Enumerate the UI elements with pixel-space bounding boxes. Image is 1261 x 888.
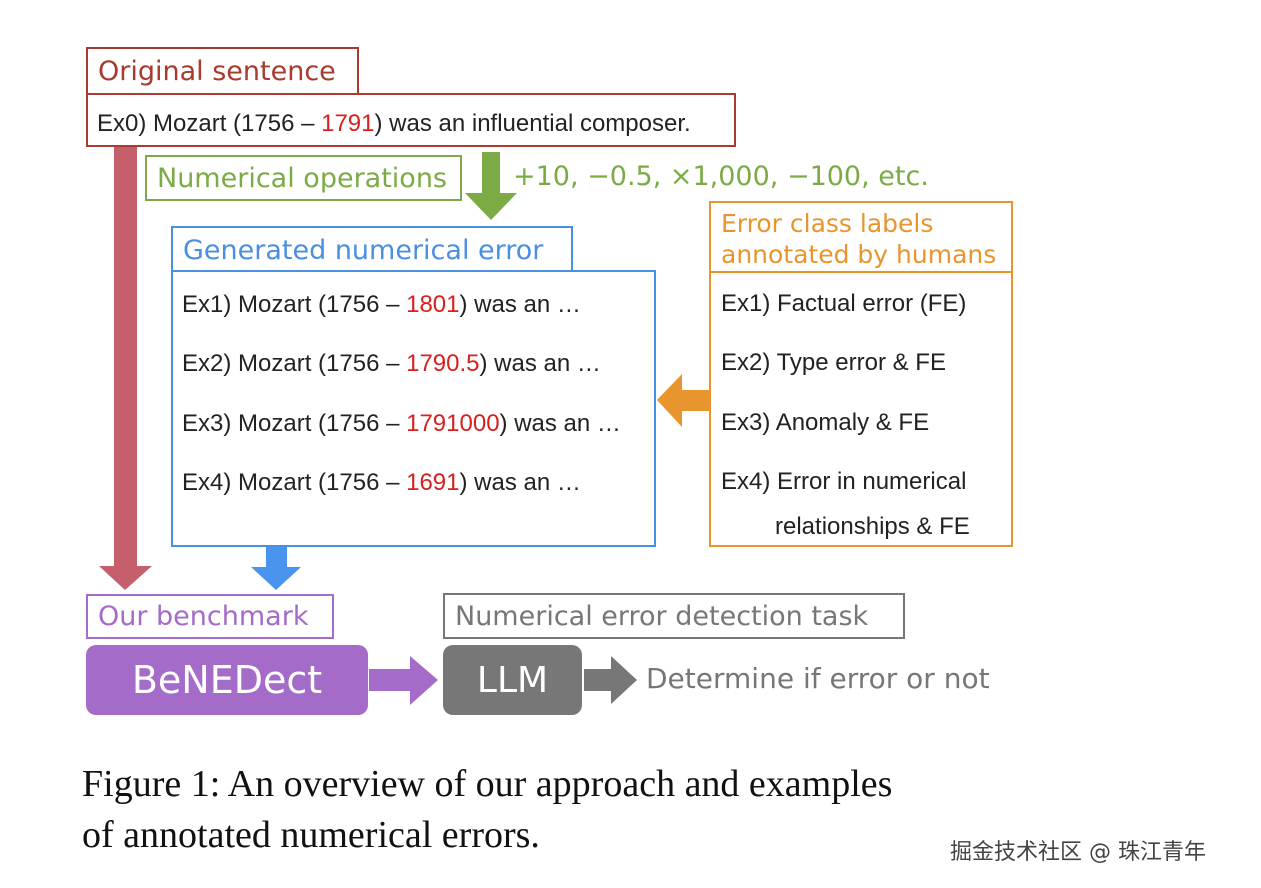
label-row-3: Ex3) Anomaly & FE (721, 409, 930, 436)
numops-arrow (465, 152, 517, 220)
original-sentence-box: Ex0) Mozart (1756 – 1791) was an influen… (86, 93, 736, 147)
generated-row-2: Ex2) Mozart (1756 – 1790.5) was an … (182, 350, 601, 377)
generated-row-1: Ex1) Mozart (1756 – 1801) was an … (182, 291, 581, 318)
our-benchmark-label: Our benchmark (86, 594, 334, 639)
label-row-2: Ex2) Type error & FE (721, 349, 946, 376)
error-class-labels-header: Error class labels annotated by humans (709, 201, 1013, 273)
original-to-benchmark-arrow (99, 146, 152, 590)
original-sentence-label: Original sentence (86, 47, 359, 93)
original-year-highlight: 1791 (321, 110, 375, 137)
llm-to-output-arrow (584, 656, 637, 704)
figure-caption: Figure 1: An overview of our approach an… (82, 763, 893, 856)
generated-row-4: Ex4) Mozart (1756 – 1691) was an … (182, 469, 581, 496)
label-row-4: Ex4) Error in numerical (721, 468, 967, 495)
error-class-labels-box: Ex1) Factual error (FE) Ex2) Type error … (709, 271, 1013, 547)
label-row-1: Ex1) Factual error (FE) (721, 290, 967, 317)
label-row-4-continued: relationships & FE (775, 513, 970, 540)
original-sentence-text: Ex0) Mozart (1756 – 1791) was an influen… (97, 110, 691, 137)
generated-row-3: Ex3) Mozart (1756 – 1791000) was an … (182, 410, 621, 437)
task-output-text: Determine if error or not (646, 662, 990, 695)
benedect-box: BeNEDect (86, 645, 368, 715)
benchmark-to-llm-arrow (369, 656, 438, 705)
watermark: 掘金技术社区 @ 珠江青年 (950, 840, 1206, 865)
labels-to-generated-arrow (657, 374, 710, 427)
llm-box: LLM (443, 645, 582, 715)
detection-task-label: Numerical error detection task (443, 593, 905, 639)
generated-to-benchmark-arrow (251, 546, 301, 590)
numerical-operations-list: +10, −0.5, ×1,000, −100, etc. (513, 161, 929, 192)
numerical-operations-label: Numerical operations (145, 155, 462, 201)
generated-error-label: Generated numerical error (171, 226, 573, 272)
generated-error-box: Ex1) Mozart (1756 – 1801) was an … Ex2) … (171, 270, 656, 547)
